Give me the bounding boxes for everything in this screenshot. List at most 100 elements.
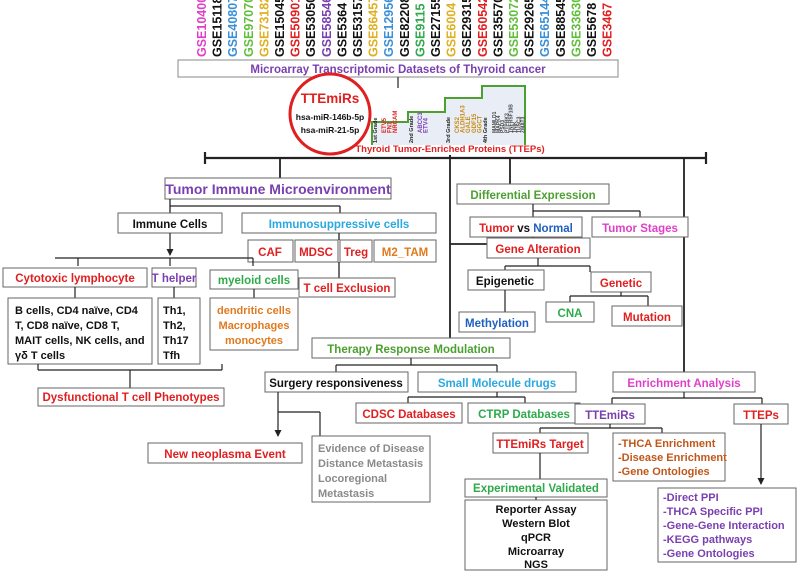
enrichment-title: Enrichment Analysis [627, 378, 740, 390]
evidence-line: Distance Metastasis [318, 458, 423, 470]
bcells-line: MAIT cells, NK cells, and [15, 335, 145, 347]
thca-line: -Disease Enrichment [618, 452, 727, 464]
mirna-item: hsa-miR-146b-5p [296, 112, 365, 122]
cdsc-label: CDSC Databases [362, 409, 455, 421]
grade-label: 4th Grade [483, 117, 489, 143]
mdsc-label: MDSC [299, 247, 333, 259]
ttemirs-target-label: TTEmiRs Target [496, 439, 583, 451]
microarray-title: Microarray Transcriptomic Datasets of Th… [250, 64, 546, 76]
myeloid-line: Macrophages [219, 320, 290, 332]
gene-label: CKS2 [455, 116, 461, 133]
myeloid-label: myeloid cells [218, 275, 290, 287]
therapy-title: Therapy Response Modulation [327, 344, 494, 356]
gene-label: ALDH1A3 [461, 105, 467, 133]
ttep-line: -Gene Ontologies [663, 548, 755, 560]
new-neoplasma-label: New neoplasma Event [164, 449, 286, 461]
evidence-line: Metastasis [318, 488, 374, 500]
cytotoxic-label: Cytotoxic lymphocyte [15, 273, 135, 285]
ttep-line: -Gene-Gene Interaction [663, 520, 785, 532]
thca-line: -Gene Ontologies [618, 466, 710, 478]
gene-label: TUSC3 [517, 116, 523, 133]
dataset-label: GSE73182 [257, 0, 271, 57]
dataset-label: GSE60542 [476, 0, 490, 57]
dataset-label: GSE82208 [398, 0, 412, 57]
mutation-label: Mutation [623, 312, 671, 324]
dataset-label: GSE27155 [429, 0, 443, 57]
gene-label: MAMLD1 [492, 111, 498, 133]
enrich-ttemirs-label: TTEmiRs [585, 410, 635, 422]
dataset-label: GSE33630 [569, 0, 583, 57]
grade-label: 1st Grade [373, 118, 379, 143]
dataset-label: GSE104006 [195, 0, 209, 57]
gene-label: ETV5 [382, 117, 388, 133]
thelper-label: T helper [152, 273, 197, 285]
thelper-line: Tfh [163, 350, 180, 362]
ctrp-label: CTRP Databases [478, 409, 570, 421]
dataset-label: GSE50901 [289, 0, 303, 57]
gene-label: GGCT [477, 115, 483, 133]
dataset-label: GSE5364 [335, 3, 349, 57]
tumor-stages-label: Tumor Stages [602, 223, 678, 235]
surgery-label: Surgery responsiveness [269, 378, 403, 390]
gene-label: PSD3 [500, 120, 506, 133]
bcells-line: B cells, CD4 naïve, CD4 [15, 305, 139, 317]
genetic-label: Genetic [600, 278, 643, 290]
gene-alteration-label: Gene Alteration [495, 244, 580, 256]
dataset-label: GSE40807 [226, 0, 240, 57]
thelper-line: Th2, [163, 320, 186, 332]
exp-line: qPCR [521, 532, 551, 544]
mirna-item: hsa-miR-21-5p [301, 125, 360, 135]
epigenetic-label: Epigenetic [476, 276, 535, 288]
thelper-line: Th1, [163, 305, 186, 317]
exp-line: Microarray [508, 546, 565, 558]
dataset-label: GSE5678 [585, 3, 599, 57]
methylation-label: Methylation [465, 318, 529, 330]
dataset-label: GSE53050 [304, 0, 318, 57]
exp-line: NGS [524, 559, 548, 571]
dataset-label: GSE53072 [507, 0, 521, 57]
thelper-line: Th17 [163, 335, 189, 347]
gene-label: ABCC3 [418, 112, 424, 133]
gene-label: GDF15 [472, 113, 478, 133]
cna-label: CNA [558, 308, 583, 320]
dataset-label: GSE29315 [460, 0, 474, 57]
ttep-title: Thyroid Tumor-Enriched Proteins (TTEPs) [355, 144, 544, 155]
gene-label: GALE [466, 116, 472, 133]
dataset-label: GSE3467 [601, 3, 615, 57]
treg-label: Treg [344, 247, 368, 259]
ttep-line: -THCA Specific PPI [663, 506, 763, 518]
dataset-label: GSE86457 [367, 0, 381, 57]
tumor-vs-normal: Tumor vs Normal [479, 223, 573, 235]
gene-label: NRCAM [393, 111, 399, 133]
grade-label: 2nd Grade [409, 116, 415, 143]
gene-label: FN1 [388, 121, 394, 133]
gene-label: MAPK4 [496, 115, 502, 133]
experimental-label: Experimental Validated [473, 483, 599, 495]
m2tam-label: M2_TAM [382, 247, 428, 259]
dataset-label: GSE6004 [445, 3, 459, 57]
caf-label: CAF [258, 247, 282, 259]
ttep-line: -KEGG pathways [663, 534, 752, 546]
dataset-label: GSE53157 [351, 0, 365, 57]
bcells-line: γδ T cells [15, 350, 65, 362]
gene-label: TNIK [513, 121, 519, 133]
evidence-line: Locoregional [318, 473, 387, 485]
exp-line: Western Blot [502, 518, 570, 530]
dysfunctional-label: Dysfunctional T cell Phenotypes [42, 392, 219, 404]
dataset-label: GSE9115 [413, 3, 427, 57]
dataset-label: GSE15045 [273, 0, 287, 57]
grade-label: 3rd Grade [446, 117, 452, 143]
small-molecule-label: Small Molecule drugs [438, 378, 556, 390]
gene-label: TNFRSF10B [508, 104, 514, 133]
myeloid-line: monocytes [225, 335, 283, 347]
immunosuppressive-label: Immunosuppressive cells [269, 219, 410, 231]
ttep-line: -Direct PPI [663, 492, 719, 504]
de-title: Differential Expression [470, 190, 595, 202]
ttemirs-circle-title: TTEmiRs [301, 91, 360, 106]
dataset-label: GSE65144 [538, 0, 552, 57]
dataset-label: GSE97070 [242, 0, 256, 57]
bcells-line: T, CD8 naïve, CD8 T, [15, 320, 120, 332]
